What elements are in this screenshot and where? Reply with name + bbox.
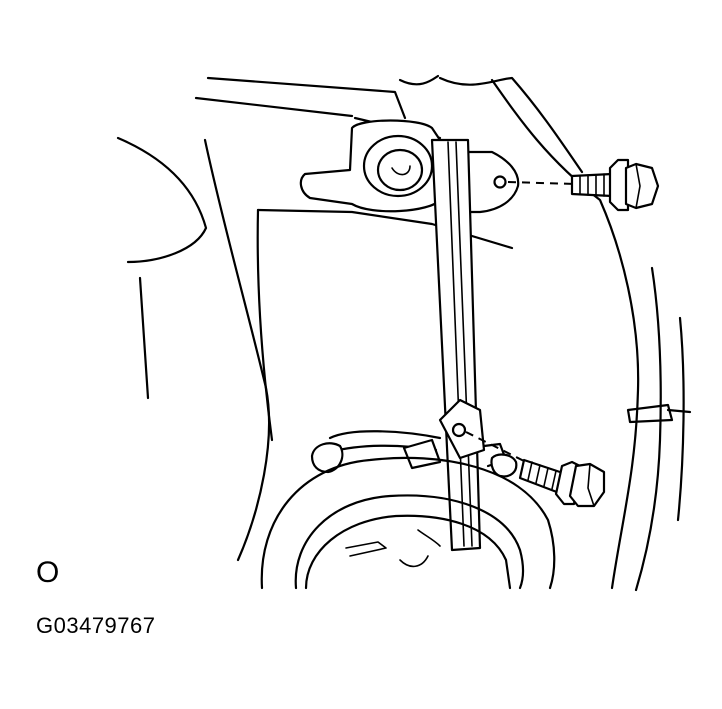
lower-bolt (465, 431, 606, 508)
speaker-opening (260, 456, 556, 590)
upper-bolt (507, 158, 660, 212)
figure-code: G03479767 (36, 613, 156, 638)
figure-marker: O (36, 556, 60, 589)
lower-bracket (310, 398, 518, 478)
upper-mounting-bracket (299, 119, 520, 214)
